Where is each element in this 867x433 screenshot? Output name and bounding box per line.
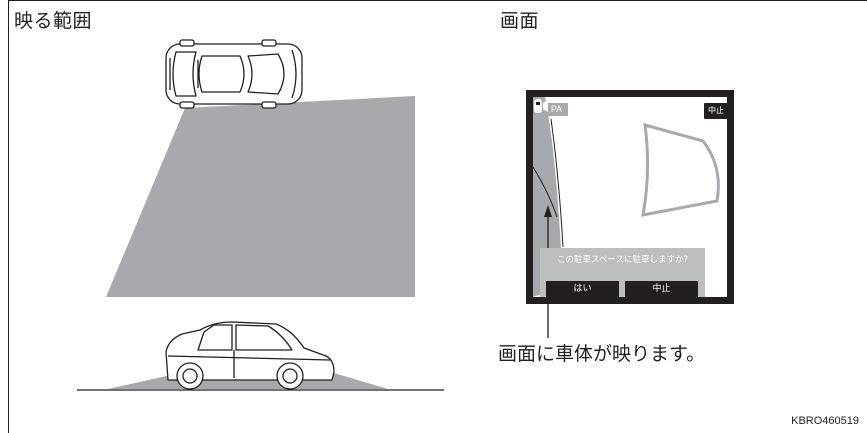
pointer-arrowhead — [544, 205, 552, 217]
yes-button[interactable]: はい — [546, 281, 619, 297]
reference-code: KBRO460519 — [791, 415, 859, 427]
top-view-camera-range — [106, 96, 415, 297]
figure-frame — [8, 0, 867, 433]
top-view-car — [165, 39, 303, 109]
camera-switch-icon[interactable] — [533, 97, 549, 115]
side-view-car — [165, 321, 335, 390]
camera-view: PA 中止 この駐車スペースに駐車しますか? はい 中止 — [533, 97, 727, 297]
vehicle-body-edge — [533, 97, 563, 297]
stop-button[interactable]: 中止 — [625, 281, 698, 297]
park-confirm-dialog: この駐車スペースに駐車しますか? はい 中止 — [540, 248, 705, 297]
stop-button-top[interactable]: 中止 — [704, 103, 727, 119]
camera-screen: PA 中止 この駐車スペースに駐車しますか? はい 中止 — [526, 90, 734, 304]
dialog-message: この駐車スペースに駐車しますか? — [557, 255, 688, 265]
camera-image — [533, 97, 720, 297]
caption-vehicle-visible: 画面に車体が映ります。 — [498, 343, 706, 365]
heading-screen: 画面 — [500, 10, 540, 32]
parking-frame-outline — [641, 122, 720, 217]
heading-view-range: 映る範囲 — [14, 10, 93, 32]
pa-badge: PA — [545, 103, 568, 116]
